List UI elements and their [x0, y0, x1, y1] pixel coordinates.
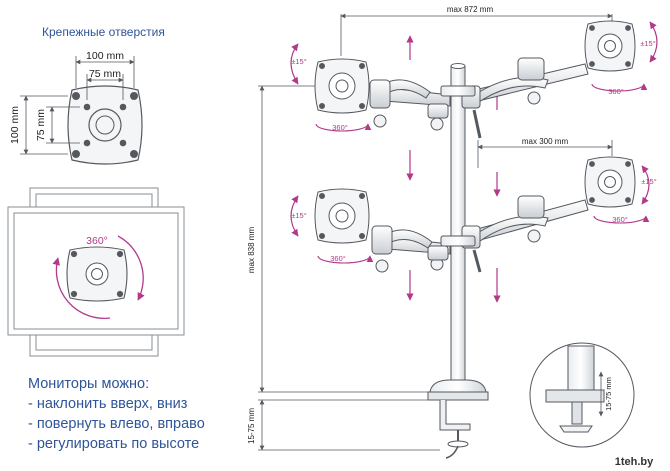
tilt-upper-left-label: ±15° — [291, 57, 306, 66]
upper-left-vesa-head — [314, 58, 370, 114]
features-title: Мониторы можно: — [28, 376, 149, 392]
feature-height: - регулировать по высоте — [28, 436, 199, 452]
watermark-text: 1teh.by — [615, 456, 654, 468]
lower-right-vesa-head — [584, 156, 636, 208]
vesa-dimension-lines — [20, 56, 135, 155]
center-vesa-plate — [66, 246, 128, 302]
swivel-lower-right-label: 360° — [612, 215, 628, 224]
screen-rotation-label: 360° — [86, 235, 108, 247]
screen-rotation-arrow — [52, 235, 145, 319]
upper-right-vesa-head — [584, 20, 636, 72]
dim-75mm-horizontal: 75 mm — [89, 68, 121, 80]
lower-pole-collar — [440, 235, 476, 247]
max-width-dimension — [340, 13, 613, 56]
desk-clamp — [427, 379, 489, 459]
feature-tilt: - наклонить вверх, вниз — [28, 396, 188, 412]
tilt-lower-left-label: ±15° — [291, 211, 306, 220]
upper-right-arm — [461, 57, 589, 139]
watermark: 1teh.by — [600, 452, 668, 470]
dim-100mm-vertical: 100 mm — [9, 106, 21, 144]
tilt-upper-right-label: ±15° — [640, 39, 655, 48]
max-arm-dimension — [477, 140, 613, 168]
upper-left-arm — [369, 79, 451, 131]
feature-swivel: - повернуть влево, вправо — [28, 416, 205, 432]
lower-right-arm — [461, 195, 589, 273]
height-adjust-arrows — [406, 35, 501, 303]
clamp-inset — [529, 342, 635, 448]
swivel-lower-left-label: 360° — [330, 254, 346, 263]
inset-clamp-range-label: 15-75 mm — [604, 377, 613, 411]
lower-left-arm — [371, 225, 451, 273]
max-width-label: max 872 mm — [447, 5, 494, 14]
swivel-upper-right-label: 360° — [608, 87, 624, 96]
dim-100mm-horizontal: 100 mm — [86, 50, 124, 62]
swivel-arrows — [315, 83, 650, 264]
mounting-title: Крепежные отверстия — [42, 25, 165, 39]
upper-pole-collar — [440, 85, 476, 97]
vesa-plate — [67, 85, 143, 165]
lower-left-vesa-head — [314, 188, 370, 244]
max-arm-label: max 300 mm — [522, 137, 569, 146]
swivel-upper-left-label: 360° — [332, 123, 348, 132]
max-height-label: max 838 mm — [247, 227, 256, 274]
dim-75mm-vertical: 75 mm — [35, 109, 47, 141]
max-height-dimension — [258, 85, 440, 451]
tilt-arrows — [290, 21, 658, 237]
clamp-range-label: 15-75 mm — [247, 408, 256, 444]
tilt-lower-right-label: ±15° — [641, 177, 656, 186]
